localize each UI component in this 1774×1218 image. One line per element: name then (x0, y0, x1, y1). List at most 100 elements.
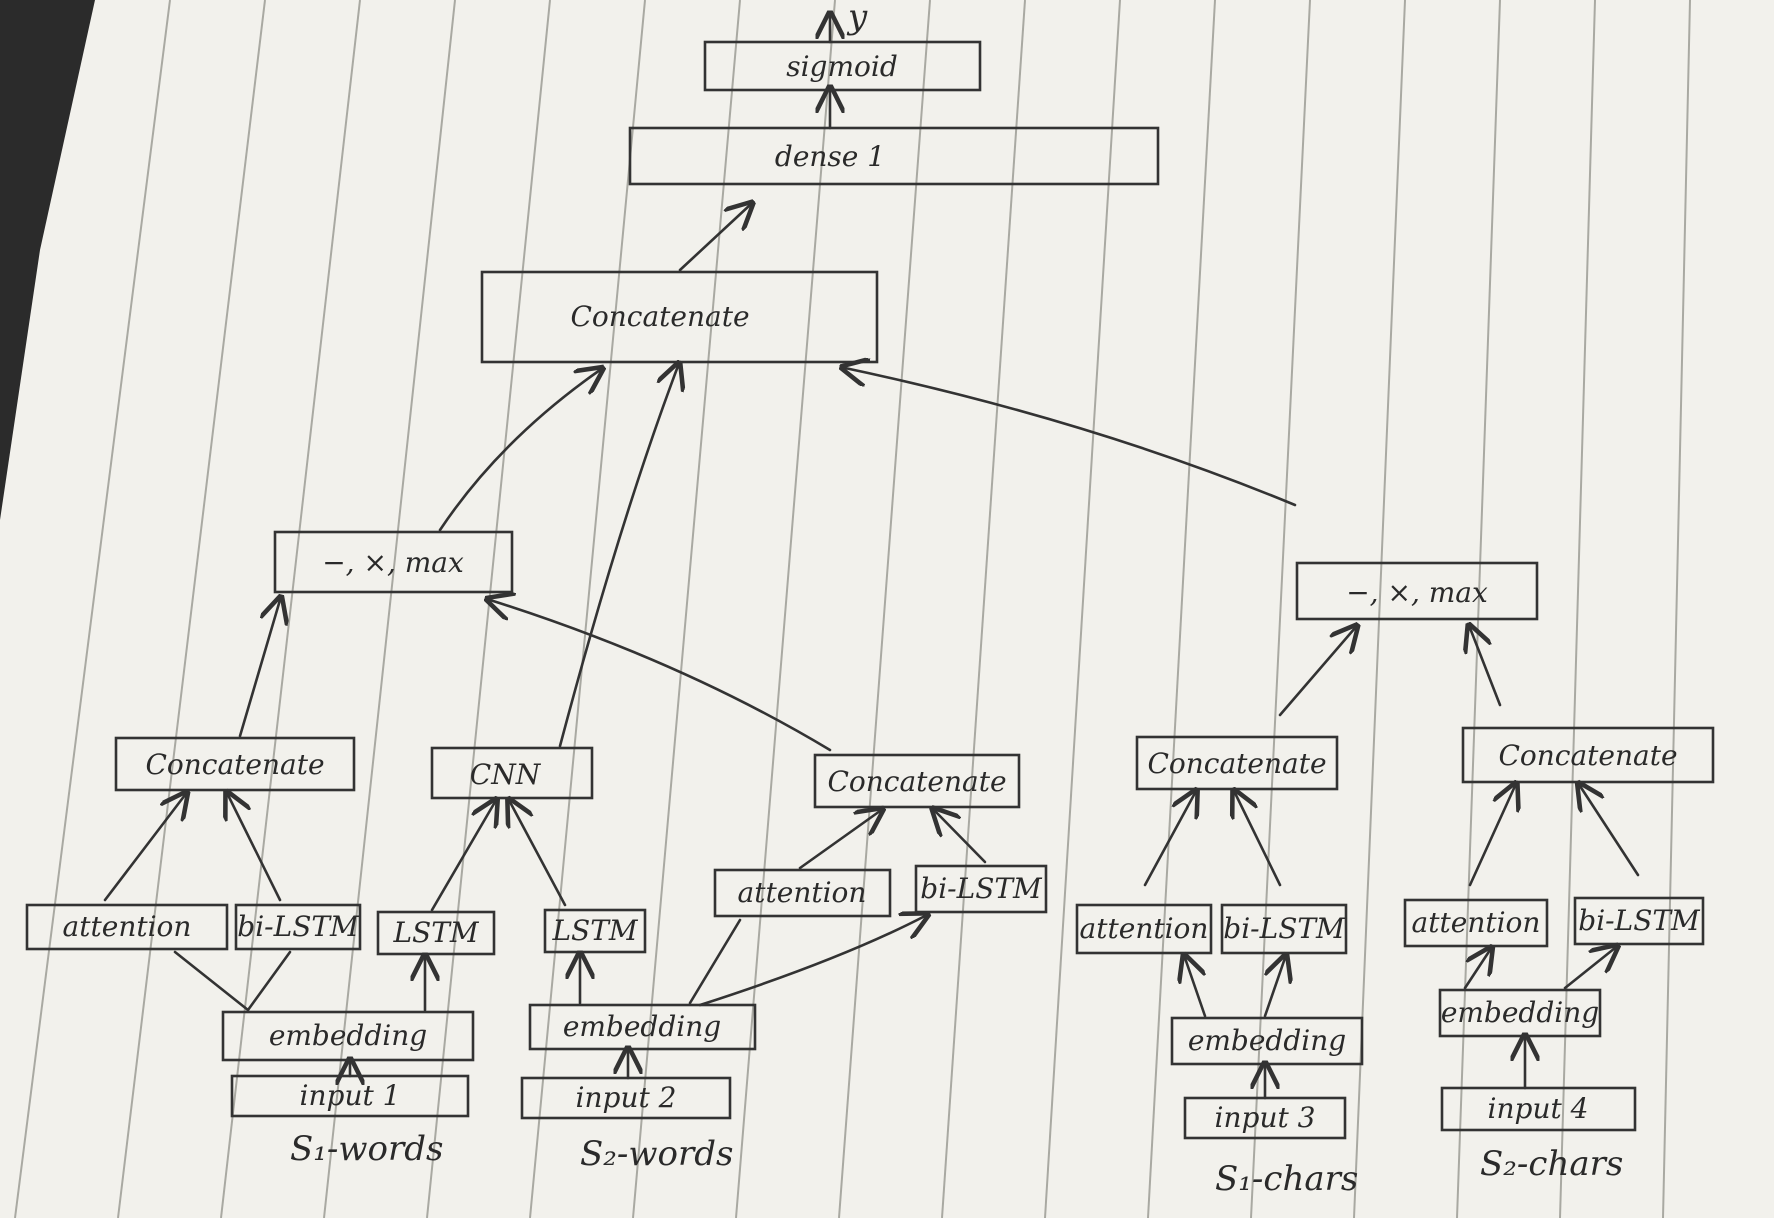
attention-4-label: attention (1412, 906, 1541, 939)
bi-lstm-3-label: bi-LSTM (1223, 912, 1346, 945)
ruled-line (1147, 0, 1216, 1218)
ruled-line (1662, 0, 1691, 1218)
edge-cnn-to-concat (558, 366, 678, 748)
attention-3-label: attention (1080, 912, 1209, 945)
ops-right-node: −, ×, max (1295, 561, 1539, 621)
input-2-label: input 2 (576, 1081, 677, 1114)
concatenate-s1-chars-node: Concatenate (1135, 735, 1339, 791)
attention-3-node: attention (1075, 903, 1213, 955)
caption-s2-words: S₂-words (580, 1134, 733, 1174)
edge-emb4-to-attn4 (1463, 950, 1490, 990)
bi-lstm-3-node: bi-LSTM (1220, 903, 1348, 955)
ops-left-node: −, ×, max (273, 530, 514, 594)
ops-left-label: −, ×, max (322, 546, 464, 579)
edge-emb3-to-attn3 (1185, 958, 1207, 1018)
attention-2-label: attention (738, 876, 867, 909)
ruled-line (735, 0, 836, 1218)
diagram-edges (103, 90, 1640, 1100)
ruled-line (1250, 0, 1311, 1218)
ruled-line (838, 0, 931, 1218)
sigmoid-node: sigmoid (703, 40, 982, 92)
concatenate-s2-words-label: Concatenate (827, 765, 1006, 798)
ruled-line (220, 0, 361, 1218)
bi-lstm-4-label: bi-LSTM (1578, 904, 1701, 937)
edge-lstm2-to-cnn (510, 802, 567, 907)
concatenate-s1-words-label: Concatenate (145, 748, 324, 781)
edge-concat-s2c-to-ops-right (1470, 628, 1502, 707)
ops-right-label: −, ×, max (1346, 576, 1488, 609)
edge-concat-s1c-to-ops-right (1278, 628, 1355, 717)
bi-lstm-4-node: bi-LSTM (1573, 896, 1705, 946)
edge-lstm1-to-cnn (430, 802, 495, 912)
input-1-node: input 1 (230, 1074, 470, 1118)
embedding-2-node: embedding (528, 1003, 757, 1051)
concatenate-top-node: Concatenate (480, 270, 879, 364)
ruled-line (1456, 0, 1501, 1218)
ruled-line (323, 0, 456, 1218)
embedding-4-label: embedding (1441, 996, 1599, 1029)
embedding-3-node: embedding (1170, 1016, 1364, 1066)
ruled-line (941, 0, 1026, 1218)
ruled-line (1044, 0, 1121, 1218)
input-4-label: input 4 (1488, 1092, 1589, 1125)
concatenate-s2-chars-label: Concatenate (1498, 739, 1677, 772)
edge-concat-s1w-to-ops-left (238, 600, 280, 738)
caption-s2-chars: S₂-chars (1480, 1144, 1623, 1184)
edge-attn4-to-concat-s2c (1468, 786, 1515, 887)
output-y-label: y (846, 0, 868, 37)
edge-emb2-to-attn2 (688, 918, 742, 1005)
edge-ops-right-to-concat (845, 368, 1297, 507)
concatenate-s1-words-node: Concatenate (114, 736, 356, 792)
input-3-label: input 3 (1215, 1101, 1316, 1134)
input-2-node: input 2 (520, 1076, 732, 1120)
edge-concat-top-to-dense (678, 205, 750, 272)
edge-concat-s2w-to-ops-left (490, 600, 832, 752)
concatenate-s2-words-node: Concatenate (813, 753, 1021, 809)
edge-attn1-to-concat-s1w (103, 795, 185, 902)
edge-emb1-to-attn1 (173, 950, 250, 1012)
dense-node: dense 1 (628, 126, 1160, 186)
ruled-line (14, 0, 171, 1218)
ruled-line (117, 0, 266, 1218)
ruled-line (529, 0, 646, 1218)
concatenate-top-label: Concatenate (570, 300, 749, 333)
lstm-1-label: LSTM (392, 916, 479, 949)
bi-lstm-1-node: bi-LSTM (234, 903, 362, 951)
edge-emb4-to-bilstm4 (1563, 948, 1615, 990)
edge-attn2-to-concat-s2w (798, 811, 880, 870)
edge-emb2-to-bilstm2 (698, 916, 925, 1007)
output-arrow: y (830, 0, 868, 44)
edge-emb1-to-bilstm1 (246, 950, 292, 1012)
cnn-label: CNN (470, 758, 542, 791)
attention-1-label: attention (63, 910, 192, 943)
embedding-1-label: embedding (269, 1019, 427, 1052)
edge-bilstm1-to-concat-s1w (228, 795, 282, 902)
edge-attn3-to-concat-s1c (1143, 793, 1195, 887)
attention-4-node: attention (1403, 898, 1549, 948)
bi-lstm-2-label: bi-LSTM (920, 872, 1043, 905)
ruled-line (632, 0, 741, 1218)
input-1-label: input 1 (300, 1079, 401, 1112)
sigmoid-label: sigmoid (786, 50, 898, 83)
embedding-2-label: embedding (563, 1010, 721, 1043)
caption-s1-chars: S₁-chars (1215, 1159, 1358, 1199)
concatenate-s2-chars-node: Concatenate (1461, 726, 1715, 784)
bi-lstm-1-label: bi-LSTM (237, 910, 360, 943)
ruled-line (1559, 0, 1596, 1218)
edge-bilstm4-to-concat-s2c (1580, 786, 1640, 877)
embedding-3-label: embedding (1188, 1024, 1346, 1057)
caption-s1-words: S₁-words (290, 1129, 443, 1169)
edge-bilstm2-to-concat-s2w (935, 811, 987, 864)
attention-2-node: attention (713, 868, 892, 918)
attention-1-node: attention (25, 903, 229, 951)
input-4-node: input 4 (1440, 1086, 1637, 1132)
ruled-lines (14, 0, 1691, 1218)
bi-lstm-2-node: bi-LSTM (914, 864, 1048, 914)
edge-emb3-to-bilstm3 (1263, 958, 1285, 1018)
embedding-4-node: embedding (1438, 988, 1602, 1038)
edge-bilstm3-to-concat-s1c (1235, 793, 1282, 887)
edge-ops-left-to-concat (438, 370, 600, 532)
cnn-node: CNN (430, 746, 594, 800)
